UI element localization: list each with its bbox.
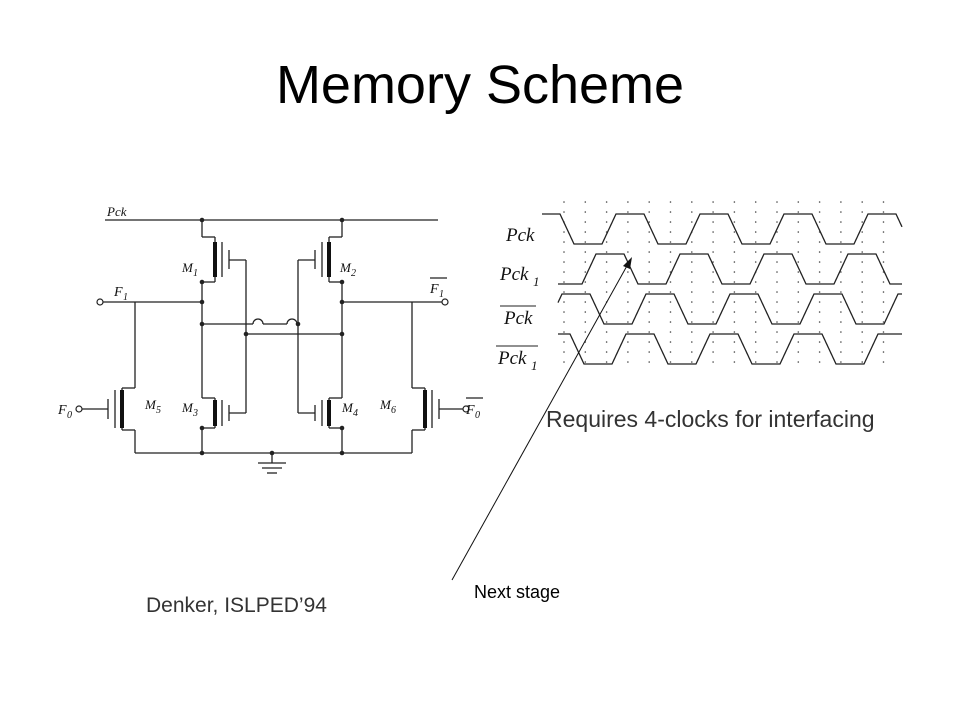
f1-bar-subscript: 1	[439, 289, 444, 300]
m3-subscript: 3	[192, 408, 198, 419]
f0-right-label: F	[465, 403, 475, 418]
m1-label: M	[181, 260, 194, 275]
wave-pck-bar	[557, 293, 902, 325]
circuit-schematic: Pck F 1 F 1 F 0 F 0 M 1 M 2 M 3 M 4 M 5 …	[57, 204, 483, 474]
signal-label-pck: Pck	[505, 225, 535, 246]
m2-subscript: 2	[351, 268, 356, 279]
timing-grid	[563, 201, 885, 363]
signal-label-pck-bar: Pck	[503, 308, 533, 329]
clock-requirement-note: Requires 4-clocks for interfacing	[546, 406, 875, 432]
m3-label: M	[181, 400, 194, 415]
m5-label: M	[144, 397, 157, 412]
slide-title: Memory Scheme	[275, 55, 685, 115]
f1-bar-label: F	[429, 282, 439, 297]
f0-right-subscript: 0	[475, 410, 480, 421]
m5-subscript: 5	[156, 405, 161, 416]
signal-subscript-pck1-bar: 1	[531, 358, 538, 373]
f1-subscript: 1	[123, 292, 128, 303]
signal-label-pck1: Pck	[499, 264, 529, 285]
timing-diagram: Pck Pck 1 Pck Pck 1	[496, 201, 903, 373]
m1-subscript: 1	[193, 268, 198, 279]
m4-subscript: 4	[353, 408, 358, 419]
m2-label: M	[339, 260, 352, 275]
next-stage-label: Next stage	[474, 582, 561, 602]
citation: Denker, ISLPED’94	[146, 594, 327, 617]
m6-label: M	[379, 397, 392, 412]
f0-left-subscript: 0	[67, 410, 72, 421]
wave-pck	[542, 213, 903, 245]
m6-subscript: 6	[391, 405, 396, 416]
pck-rail-label: Pck	[106, 204, 127, 219]
signal-label-pck1-bar: Pck	[497, 348, 527, 369]
signal-subscript-pck1: 1	[533, 274, 540, 289]
f1-label: F	[113, 285, 123, 300]
wave-pck1-bar	[558, 333, 902, 365]
f0-left-label: F	[57, 403, 67, 418]
wave-pck1	[558, 253, 902, 285]
m4-label: M	[341, 400, 354, 415]
